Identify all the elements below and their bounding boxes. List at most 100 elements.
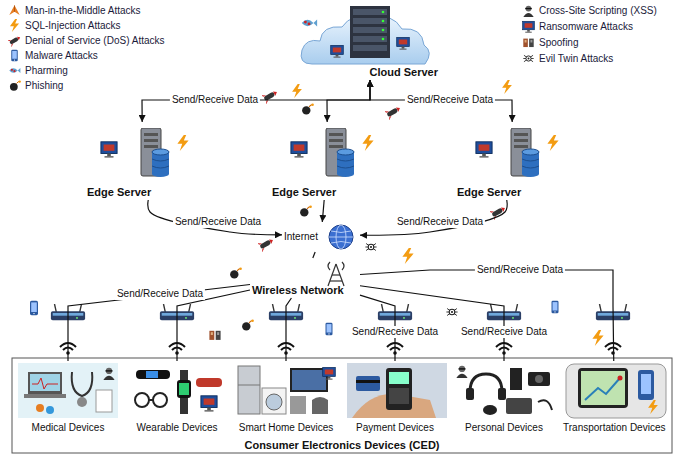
smart-home-picture <box>292 370 326 390</box>
personal-device-picture <box>538 400 552 410</box>
node-label: Edge Server <box>457 186 521 199</box>
attack-icon <box>260 87 279 105</box>
medical-device-picture <box>24 394 66 398</box>
node-label: Wireless Network <box>252 284 344 297</box>
attack-icon <box>292 84 302 98</box>
legend-text: Evil Twin Attacks <box>539 53 613 65</box>
device-box: Transportation Devices <box>561 361 667 435</box>
edge-label: Send/Receive Data <box>170 94 260 106</box>
legend-icon <box>522 36 535 49</box>
internet-globe <box>331 231 351 243</box>
legend-icon <box>10 19 19 32</box>
legend-icon <box>523 21 535 32</box>
medical-device-picture <box>96 390 112 412</box>
internet-globe <box>329 225 353 249</box>
smart-home-picture <box>312 397 328 414</box>
transportation-device-picture <box>641 374 651 394</box>
attack-icon <box>101 142 117 158</box>
transportation-device-picture <box>618 376 623 381</box>
legend-item: Phishing <box>8 79 63 92</box>
edge-label: Send/Receive Data <box>350 326 440 338</box>
connector <box>177 290 250 361</box>
legend-text: Man-in-the-Middle Attacks <box>25 5 141 17</box>
edge-server-icon <box>326 128 354 177</box>
edge-server-icon <box>511 128 539 177</box>
payment-device-picture <box>389 372 409 384</box>
legend-text: Denial of Service (DoS) Attacks <box>25 35 165 47</box>
legend-icon <box>8 49 21 62</box>
node-label: Transportation Devices <box>563 422 665 434</box>
medical-device-picture <box>77 397 87 407</box>
wireless-tower <box>328 262 344 286</box>
personal-device-picture <box>483 405 497 415</box>
personal-device-picture <box>456 366 552 415</box>
legend-text: Pharming <box>25 65 68 77</box>
payment-device-picture <box>356 380 380 383</box>
device-band-outline <box>12 358 672 453</box>
medical-device-picture <box>30 374 60 391</box>
edge-label: Send/Receive Data <box>395 216 485 228</box>
legend-item: Denial of Service (DoS) Attacks <box>8 34 165 47</box>
medical-device-picture <box>46 406 54 414</box>
legend-icon <box>9 5 19 15</box>
legend-item: Cross-Site Scripting (XSS) <box>522 4 657 17</box>
transportation-device-picture <box>566 364 666 418</box>
connector <box>313 252 315 258</box>
edge-label: Send/Receive Data <box>405 94 495 106</box>
device-box: Payment Devices <box>343 361 447 435</box>
attack-icon <box>256 235 275 253</box>
edge-server-icon <box>141 128 539 177</box>
attack-icon <box>30 80 604 346</box>
legend-text: Malware Attacks <box>25 50 98 62</box>
smart-home-picture <box>323 367 336 379</box>
wireless-tower <box>332 274 340 275</box>
personal-device-picture <box>470 374 502 392</box>
internet-node: Internet <box>282 222 360 252</box>
transportation-device-picture <box>578 368 628 408</box>
medical-device-picture <box>18 363 118 418</box>
legend-item: Spoofing <box>522 36 578 49</box>
edge-server: Edge Server <box>270 122 385 200</box>
payment-device-picture <box>347 363 447 418</box>
wifi-symbol <box>60 343 621 355</box>
cloud-server: Cloud Server <box>300 4 440 80</box>
cloud-server-icon <box>353 45 387 51</box>
legend-item: Ransomware Attacks <box>522 20 633 33</box>
device-band: Consumer Electronics Devices (CED)Medica… <box>12 358 672 453</box>
edge-label: Send/Receive Data <box>115 288 205 300</box>
transportation-device-picture <box>566 364 666 418</box>
attack-icon <box>547 135 558 151</box>
node-label: Medical Devices <box>32 422 105 434</box>
attack-icon <box>446 309 457 316</box>
cloud-server-icon <box>350 6 390 58</box>
legend-icon <box>10 80 21 90</box>
cloud-server-icon <box>353 36 387 42</box>
device-box: Personal Devices <box>452 361 556 435</box>
attack-icon <box>552 301 559 314</box>
personal-device-picture <box>506 398 532 414</box>
medical-device-picture <box>36 404 44 412</box>
legend-icon <box>11 50 18 62</box>
smart-home-picture <box>238 385 260 386</box>
attack-icon <box>177 135 188 151</box>
cloud-server-icon <box>382 38 385 41</box>
edge-server: Edge Server <box>455 122 570 200</box>
personal-device-picture <box>528 372 550 386</box>
legend-icon <box>8 34 21 47</box>
router-icon <box>51 304 630 320</box>
payment-device-picture <box>386 368 412 410</box>
attack-icon <box>302 104 314 115</box>
personal-device-picture <box>510 368 522 390</box>
attack-icon <box>402 248 413 264</box>
attack-icon <box>383 103 402 121</box>
device-box: Smart Home Devices <box>234 361 338 435</box>
transportation-device-picture <box>585 378 620 400</box>
legend-text: Cross-Site Scripting (XSS) <box>539 5 657 17</box>
cloud-server-icon <box>331 45 344 57</box>
internet-globe <box>329 237 353 238</box>
